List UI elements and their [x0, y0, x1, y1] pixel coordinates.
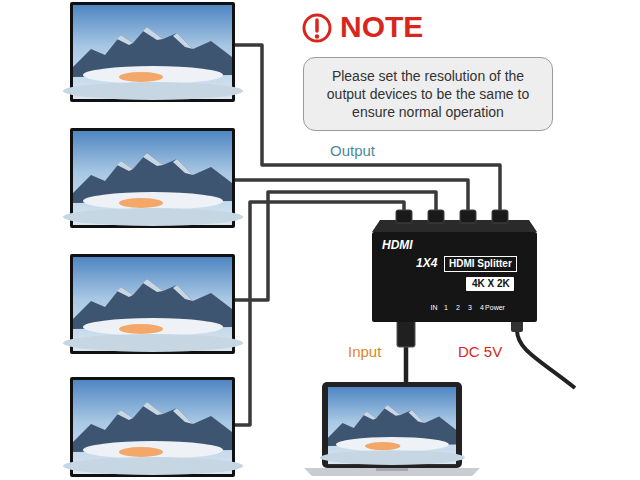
hdmi-plug [397, 320, 415, 347]
input-label: Input [348, 343, 381, 360]
output-label: Output [330, 142, 375, 159]
power-label: DC 5V [458, 343, 502, 360]
led-label: 3 [468, 304, 472, 312]
input-cable [404, 346, 409, 384]
led-label: Power [485, 304, 505, 312]
warning-icon [304, 15, 330, 41]
note-heading: NOTE [340, 10, 423, 44]
resolution-text: 4K X 2K [472, 278, 508, 290]
led-label: 2 [456, 304, 460, 312]
model-plate: HDMI Splitter [444, 256, 517, 272]
hdmi-port [396, 210, 508, 223]
hdmi-logo: HDMI [382, 238, 413, 252]
monitor [63, 254, 243, 354]
monitor [63, 128, 243, 228]
led-label: 1 [444, 304, 448, 312]
monitor [63, 377, 243, 477]
monitor [63, 2, 243, 102]
dc-cable [517, 322, 575, 388]
model-number: 1X4 [416, 256, 437, 270]
laptop [304, 382, 480, 476]
note-text: Please set the resolution of the output … [316, 67, 540, 121]
model-name: HDMI Splitter [449, 258, 512, 270]
note-box: NOTEPlease set the resolution of the out… [303, 57, 553, 131]
resolution-badge: 4K X 2K [466, 277, 514, 291]
led-label: 4 [480, 304, 484, 312]
led-label: IN [431, 304, 438, 312]
splitter-box: HDMI Splitter 4K X 2K HDMI1X4IN 1234Power [372, 232, 537, 322]
